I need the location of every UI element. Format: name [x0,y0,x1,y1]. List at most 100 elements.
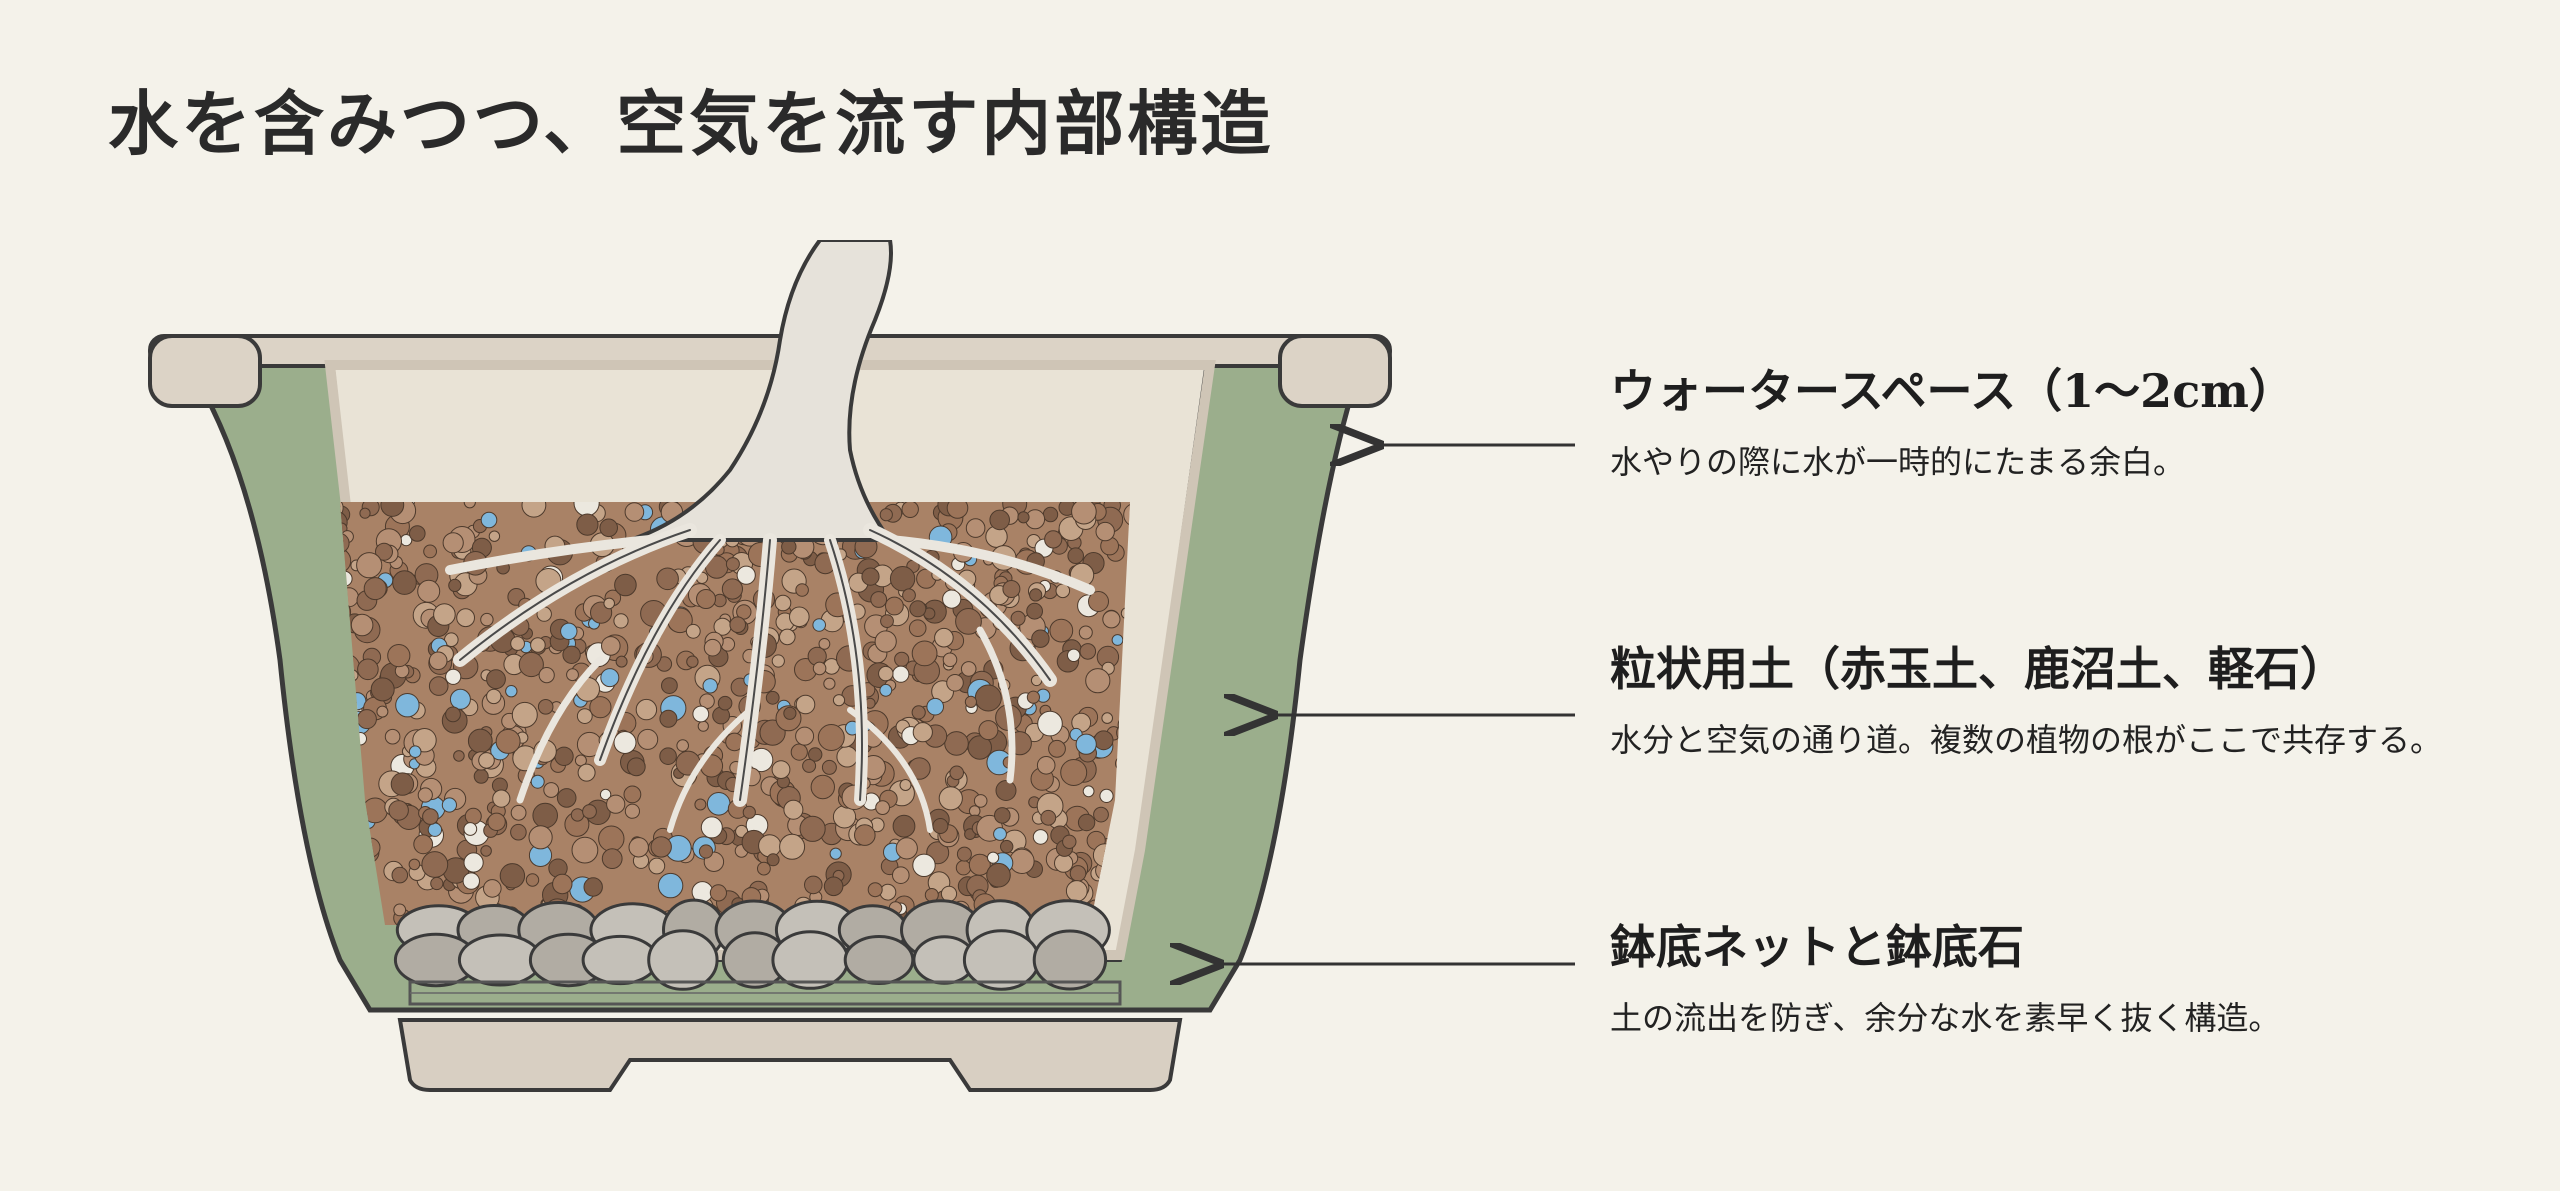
water-droplet [702,678,718,694]
soil-grain [967,735,992,760]
soil-grain [392,570,417,595]
soil-grain [697,720,709,732]
soil-grain [650,836,672,858]
soil-grain [867,882,883,898]
soil-grain [408,858,421,871]
soil-grain [938,786,963,811]
soil-grain [340,502,344,520]
water-droplet [480,511,498,529]
soil-grain [576,513,599,536]
soil-grain [388,800,409,821]
soil-grain [795,726,815,746]
soil-grain [624,803,640,819]
soil-grain [554,746,574,766]
soil-grain [895,837,918,860]
soil-grain [960,661,977,677]
soil-grain [628,837,649,858]
soil-grain [911,705,926,720]
soil-grain [473,768,489,784]
soil-grain [1009,848,1035,874]
soil-grain [676,739,690,752]
soil-grain [1078,625,1093,640]
soil-grain [1093,806,1109,823]
water-droplet [427,822,443,837]
soil-grain [1026,602,1043,620]
soil-grain [817,724,845,751]
soil-grain [1077,813,1096,832]
soil-grain [1049,618,1074,643]
soil-grain [486,688,502,705]
soil-grain [736,565,756,585]
soil-grain [717,695,733,711]
soil-grain [1102,610,1121,629]
soil-grain [387,644,411,668]
soil-grain [1036,756,1056,775]
soil-grain [1093,730,1114,751]
soil-grain [974,684,1002,712]
page-title: 水を含みつつ、空気を流す内部構造 [108,82,1274,165]
soil-grain [694,798,707,811]
soil-grain [543,782,560,798]
soil-grain [692,705,710,723]
soil-grain [356,709,377,730]
soil-grain [1010,610,1026,626]
water-droplet [657,872,684,899]
soil-grain [790,743,808,761]
water-droplet [505,685,518,698]
soil-grain [582,804,597,819]
soil-grain [944,731,969,756]
soil-grain [795,694,816,715]
soil-grain [892,665,910,683]
soil-grain [1002,580,1021,598]
soil-grain [978,720,999,741]
soil-grain [908,619,927,638]
soil-grain [391,866,409,884]
soil-grain [1048,739,1066,758]
callout-heading: 粒状用土（赤玉土、鹿沼土、軽石） [1610,642,2346,696]
water-droplet [926,697,945,716]
callout-heading: 鉢底ネットと鉢底石 [1610,920,2024,974]
water-droplet [706,792,731,816]
soil-grain [902,588,916,603]
bottom-stone [581,934,659,986]
soil-grain [1079,643,1097,660]
soil-grain [700,816,723,839]
soil-grain [1055,583,1071,599]
soil-grain [376,705,389,718]
tree-root-outlines [459,529,1051,801]
soil-grain [566,668,579,682]
bottom-stone [843,935,915,985]
water-droplet [1075,733,1097,755]
soil-grain [463,852,484,873]
soil-grain [940,885,958,902]
soil-grain [686,655,699,668]
soil-grain [808,747,823,762]
soil-grain [836,745,859,768]
soil-grain [942,652,958,668]
water-droplet [993,827,1007,841]
soil-grain [932,818,949,834]
soil-grain [729,616,747,634]
soil-grain [909,600,927,618]
soil-grain [870,591,888,608]
callout-text: 水やりの際に水が一時的にたまる余白。 [1610,442,2186,481]
soil-grain [899,779,912,791]
soil-grain [409,525,426,542]
soil-grain [488,530,501,542]
soil-grain [537,699,554,715]
soil-grain [1044,530,1063,549]
callout-text: 水分と空気の通り道。複数の植物の根がここで共存する。 [1610,720,2443,759]
soil-grain [879,508,893,522]
soil-grain [462,872,480,890]
soil-grain [603,597,616,610]
soil-grain [912,722,933,743]
soil-grain [783,799,804,820]
soil-grain [765,690,780,705]
soil-grain [779,833,806,860]
soil-grain [698,844,714,859]
soil-grain [380,502,405,517]
soil-grain [1032,829,1049,845]
soil-grain [779,628,796,646]
soil-grain [986,862,1011,888]
soil-grain [799,815,826,842]
